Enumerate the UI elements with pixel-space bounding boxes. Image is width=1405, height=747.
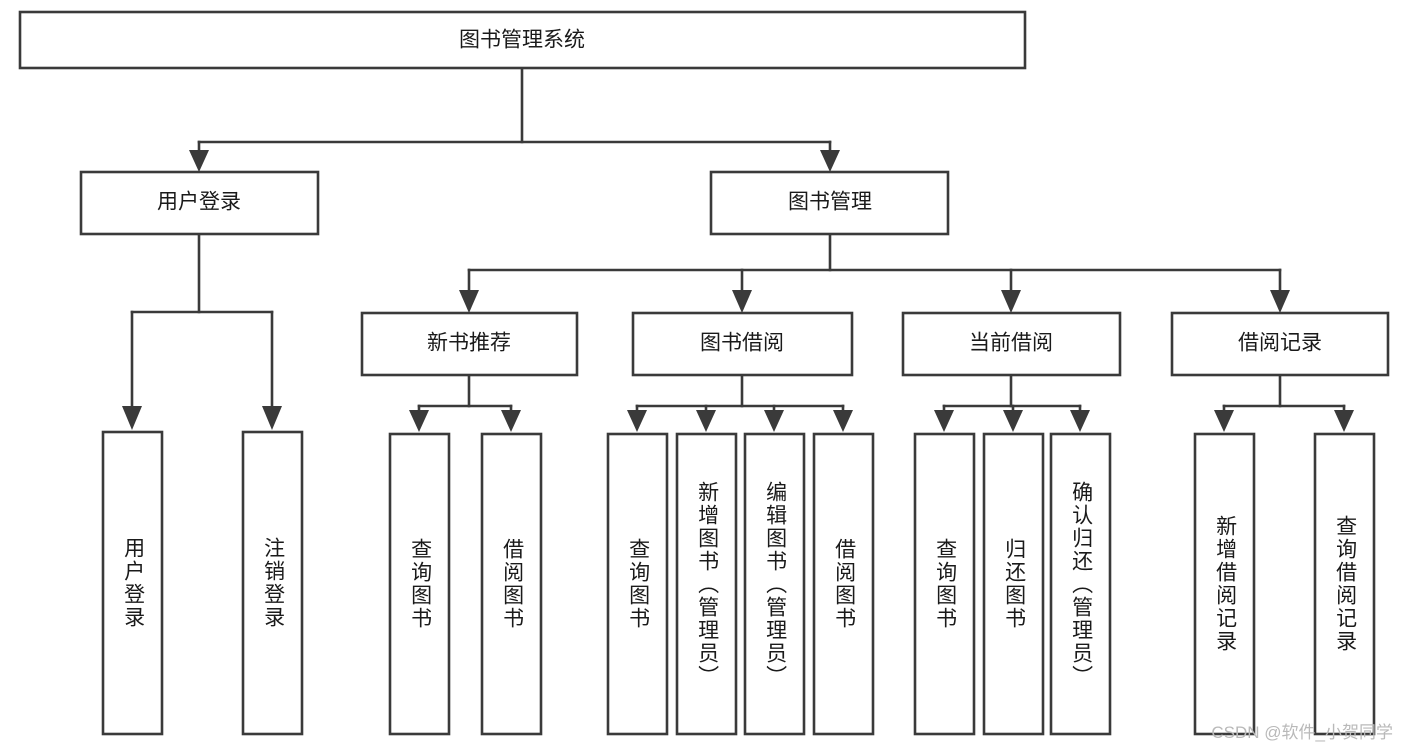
arrow-current-borrow-leaf-3 (1070, 410, 1090, 432)
edges-group (122, 66, 1354, 432)
arrow-book-borrow-leaf-1 (627, 410, 647, 432)
node-leaf-query-record-box[interactable] (1313, 432, 1376, 736)
arrow-book-borrow-leaf-4 (833, 410, 853, 432)
arrow-book-manage-to-borrow-record (1270, 290, 1290, 313)
node-leaf-query-book-1-box[interactable] (388, 432, 451, 736)
node-leaf-user-logout-box[interactable] (241, 430, 304, 736)
node-book-borrow[interactable]: 图书借阅 (631, 311, 854, 377)
node-borrow-record[interactable]: 借阅记录 (1170, 311, 1390, 377)
arrow-root-to-book-manage (820, 150, 840, 172)
arrow-user-login-leaf-1 (122, 406, 142, 430)
node-root-box[interactable] (18, 10, 1027, 70)
node-leaf-borrow-book-2-box[interactable] (812, 432, 875, 736)
node-new-book-recommend-box[interactable] (360, 311, 579, 377)
node-new-book-recommend[interactable]: 新书推荐 (360, 311, 579, 377)
node-leaf-add-record-box[interactable] (1193, 432, 1256, 736)
node-leaf-borrow-book-1-box[interactable] (480, 432, 543, 736)
arrow-borrow-record-leaf-2 (1334, 410, 1354, 432)
node-root[interactable]: 图书管理系统 (18, 10, 1027, 70)
csdn-watermark: CSDN @软件_小贺同学 (1211, 723, 1393, 742)
arrow-book-manage-to-book-borrow (732, 290, 752, 313)
node-book-borrow-box[interactable] (631, 311, 854, 377)
node-book-manage[interactable]: 图书管理 (709, 170, 950, 236)
node-leaf-query-book-2-box[interactable] (606, 432, 669, 736)
node-current-borrow-label: 当前借阅 (969, 332, 1053, 355)
arrow-book-borrow-leaf-3 (764, 410, 784, 432)
node-borrow-record-box[interactable] (1170, 311, 1390, 377)
arrow-user-login-leaf-2 (262, 406, 282, 430)
node-current-borrow[interactable]: 当前借阅 (901, 311, 1122, 377)
node-current-borrow-box[interactable] (901, 311, 1122, 377)
node-book-manage-box[interactable] (709, 170, 950, 236)
arrow-new-book-leaf-2 (501, 410, 521, 432)
arrow-new-book-leaf-1 (409, 410, 429, 432)
arrow-current-borrow-leaf-1 (934, 410, 954, 432)
arrow-current-borrow-leaf-2 (1003, 410, 1023, 432)
node-book-borrow-label: 图书借阅 (700, 332, 784, 355)
node-leaf-user-login-box[interactable] (101, 430, 164, 736)
arrow-book-borrow-leaf-2 (696, 410, 716, 432)
node-leaf-query-book-3-box[interactable] (913, 432, 976, 736)
arrow-borrow-record-leaf-1 (1214, 410, 1234, 432)
node-user-login-box[interactable] (79, 170, 320, 236)
node-leaf-edit-book-box[interactable] (743, 432, 806, 736)
node-root-label: 图书管理系统 (459, 29, 585, 52)
node-book-manage-label: 图书管理 (788, 191, 872, 214)
node-new-book-recommend-label: 新书推荐 (427, 332, 511, 355)
node-borrow-record-label: 借阅记录 (1238, 332, 1322, 355)
node-leaf-confirm-return-box[interactable] (1049, 432, 1112, 736)
node-user-login-label: 用户登录 (157, 191, 241, 214)
node-user-login[interactable]: 用户登录 (79, 170, 320, 236)
node-leaf-return-book-box[interactable] (982, 432, 1045, 736)
arrow-book-manage-to-current-borrow (1001, 290, 1021, 313)
node-leaf-add-book-box[interactable] (675, 432, 738, 736)
arrow-book-manage-to-new-book-recommend (459, 290, 479, 313)
arrow-root-to-user-login (189, 150, 209, 172)
